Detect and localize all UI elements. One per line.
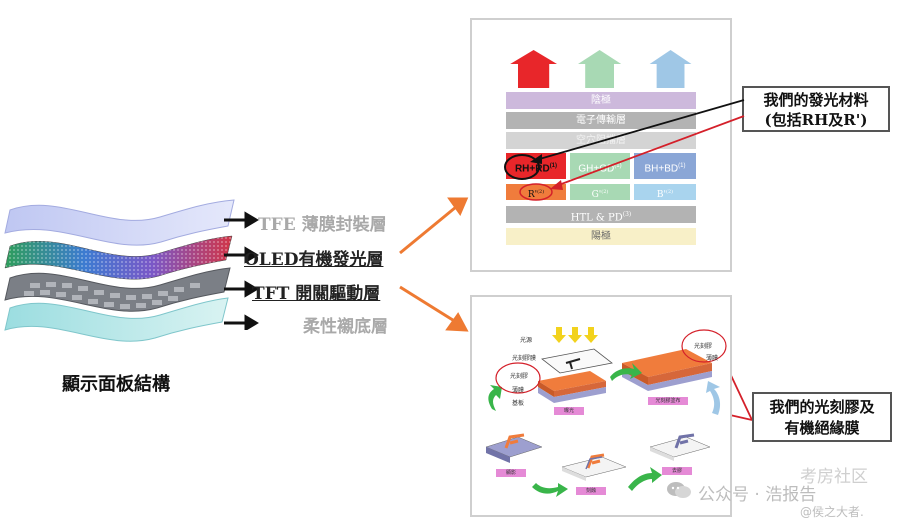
rh-rd-sup: (1): [549, 163, 558, 169]
gh-gd-cell: GH+GD(1): [570, 153, 630, 179]
g-prime-cell: G'(2): [570, 184, 630, 200]
anode-layer: 陽極: [506, 228, 696, 245]
photoresist-callout-line1: 我們的光刻膠及: [769, 398, 875, 416]
b-prime-cell: B'(2): [634, 184, 696, 200]
panel-layers-illustration: [4, 199, 235, 342]
b-prime-label: B': [656, 190, 666, 200]
htl-layer: HTL & PD(3): [506, 206, 696, 223]
panel-structure-caption: 顯示面板結構: [62, 374, 170, 395]
litho-resist2-label: 光刻膠: [694, 343, 713, 350]
photoresist-callout-line2: 有機絕緣膜: [784, 419, 860, 437]
etl-layer: 電子傳輸層: [506, 112, 696, 129]
emissive-materials-callout: 我們的發光材料 (包括RH及R'): [742, 86, 890, 132]
g-prime-sup: (2): [601, 189, 609, 195]
tft-pixel-grid: [24, 282, 200, 309]
tfe-layer: [4, 199, 235, 246]
substrate-layer: [4, 297, 229, 342]
watermark-handle: @侯之大者.: [800, 505, 864, 519]
oled-stack-panel: 陰極 電子傳輸層 空穴阻擋層 RH+RD(1) GH+GD(1) BH+BD(1…: [470, 18, 732, 272]
layer-label-oled: OLED有機發光層: [244, 250, 384, 270]
emissive-callout-line1: 我們的發光材料: [763, 91, 869, 109]
litho-resist-label: 光刻膠: [510, 373, 529, 380]
lithography-panel: 光源 光刻膠膜 光刻膠 薄膜 基板 光刻膠 薄膜 曝光 光刻膠塗布 顯影 刻蝕 …: [470, 295, 732, 517]
emissive-callout-line2: (包括RH及R'): [764, 111, 868, 129]
litho-film-label: 薄膜: [512, 387, 525, 394]
step-develop-tag: 顯影: [496, 469, 526, 477]
step-etch-tag: 刻蝕: [576, 487, 606, 495]
photoresist-callout: 我們的光刻膠及 有機絕緣膜: [752, 392, 892, 442]
layer-label-tft: TFT 開關驅動層: [252, 284, 381, 304]
cathode-layer: 陰極: [506, 92, 696, 109]
gh-gd-label: GH+GD: [578, 163, 615, 175]
litho-substrate-label: 基板: [512, 400, 525, 407]
bh-bd-sup: (1): [678, 163, 686, 169]
lithography-diagram: [485, 327, 727, 497]
g-prime-label: G': [591, 190, 602, 200]
litho-mask-label: 光刻膠膜: [512, 355, 537, 362]
emission-arrows: [510, 50, 692, 88]
step-expose-tag: 曝光: [554, 407, 584, 415]
layer-label-substrate: 柔性襯底層: [303, 317, 388, 337]
litho-light-label: 光源: [520, 337, 533, 344]
layer-pointer-arrows: [224, 211, 259, 330]
highlight-circles: [504, 154, 553, 201]
b-prime-sup: (2): [666, 189, 674, 195]
wechat-icon: [666, 480, 692, 500]
htl-sup: (3): [622, 211, 632, 218]
r-prime-sup: (2): [537, 189, 545, 195]
layer-label-tfe: TFE 薄膜封裝層: [258, 215, 387, 235]
step-coated-tag: 光刻膠塗布: [648, 397, 688, 405]
rh-rd-label: RH+RD: [514, 163, 550, 175]
bh-bd-label: BH+BD: [644, 163, 679, 175]
r-prime-label: R': [527, 190, 538, 200]
connector-arrows: [399, 197, 469, 332]
watermark-site: 考房社区: [800, 467, 868, 487]
litho-film2-label: 薄膜: [706, 355, 719, 362]
watermark-account: 公众号 · 浩报告: [698, 485, 817, 505]
gh-gd-sup: (1): [614, 163, 622, 169]
bh-bd-cell: BH+BD(1): [634, 153, 696, 179]
htl-label: HTL & PD: [570, 212, 623, 224]
step-strip-tag: 去膠: [662, 467, 692, 475]
